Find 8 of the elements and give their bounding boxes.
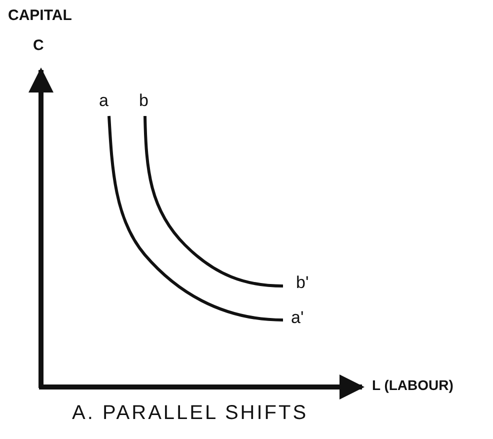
caption: A. PARALLEL SHIFTS (72, 403, 308, 423)
axis-label: L (LABOUR) (372, 378, 454, 392)
axis-label: C (33, 38, 44, 53)
axis-label: CAPITAL (8, 8, 72, 23)
curve-label: a' (291, 309, 304, 326)
curve-label: b (139, 92, 148, 109)
curve-label: a (99, 92, 108, 109)
curve-label: b' (296, 274, 309, 291)
